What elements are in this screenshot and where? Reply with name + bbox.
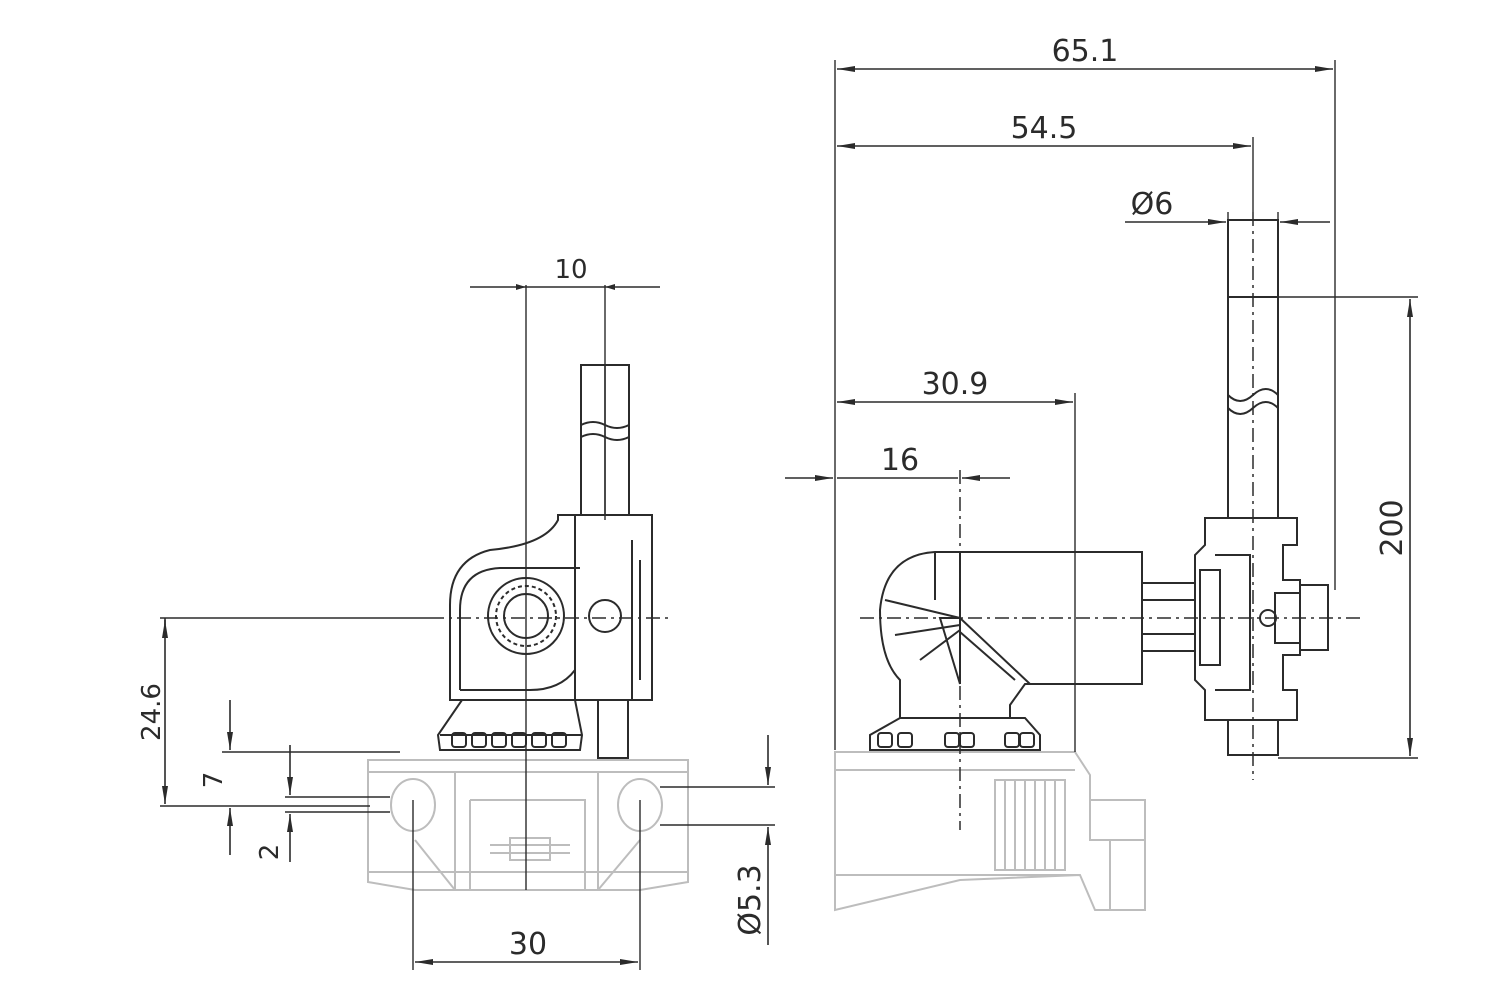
dim-65-1-label: 65.1: [1052, 34, 1119, 69]
dim-2-label: 2: [255, 844, 285, 861]
dim-54-5-label: 54.5: [1011, 111, 1078, 146]
dim-16-label: 16: [881, 443, 919, 478]
dim-10: 10: [470, 255, 660, 290]
dim-10-label: 10: [554, 255, 587, 285]
dim-2: 2: [255, 745, 390, 862]
left-knurled-nut: [436, 699, 584, 751]
dim-30-9: 30.9: [837, 367, 1073, 405]
dim-200: 200: [1375, 299, 1413, 756]
right-shaft: [1141, 582, 1203, 652]
dim-7-label: 7: [199, 772, 229, 789]
left-body: [449, 514, 653, 759]
dim-65-1: 65.1: [837, 34, 1333, 72]
dim-24-6-label: 24.6: [137, 683, 167, 741]
right-body: [878, 551, 1143, 746]
dim-30-9-label: 30.9: [922, 367, 989, 402]
dim-24-6: 24.6: [137, 617, 430, 807]
dim-200-label: 200: [1375, 499, 1410, 556]
dim-phi-6-label: Ø6: [1131, 187, 1174, 222]
dim-7: 7: [199, 700, 400, 855]
left-mounting-bracket: [367, 759, 689, 891]
dim-phi-5-3: Ø5.3: [660, 735, 775, 945]
dim-16: 16: [785, 443, 1010, 481]
dim-54-5: 54.5: [837, 111, 1251, 149]
right-mounting-bracket: [834, 751, 1146, 912]
dim-phi-6: Ø6: [1125, 187, 1330, 232]
right-lever-hub: [1194, 517, 1329, 721]
left-view: 10 24.6 7 2: [137, 255, 775, 970]
dim-30-label: 30: [509, 927, 547, 962]
dim-30: 30: [412, 800, 641, 970]
right-knurled-nut: [869, 717, 1041, 751]
right-view: 65.1 54.5 Ø6 30.9 16: [785, 34, 1418, 912]
dim-phi-5-3-label: Ø5.3: [733, 864, 768, 935]
